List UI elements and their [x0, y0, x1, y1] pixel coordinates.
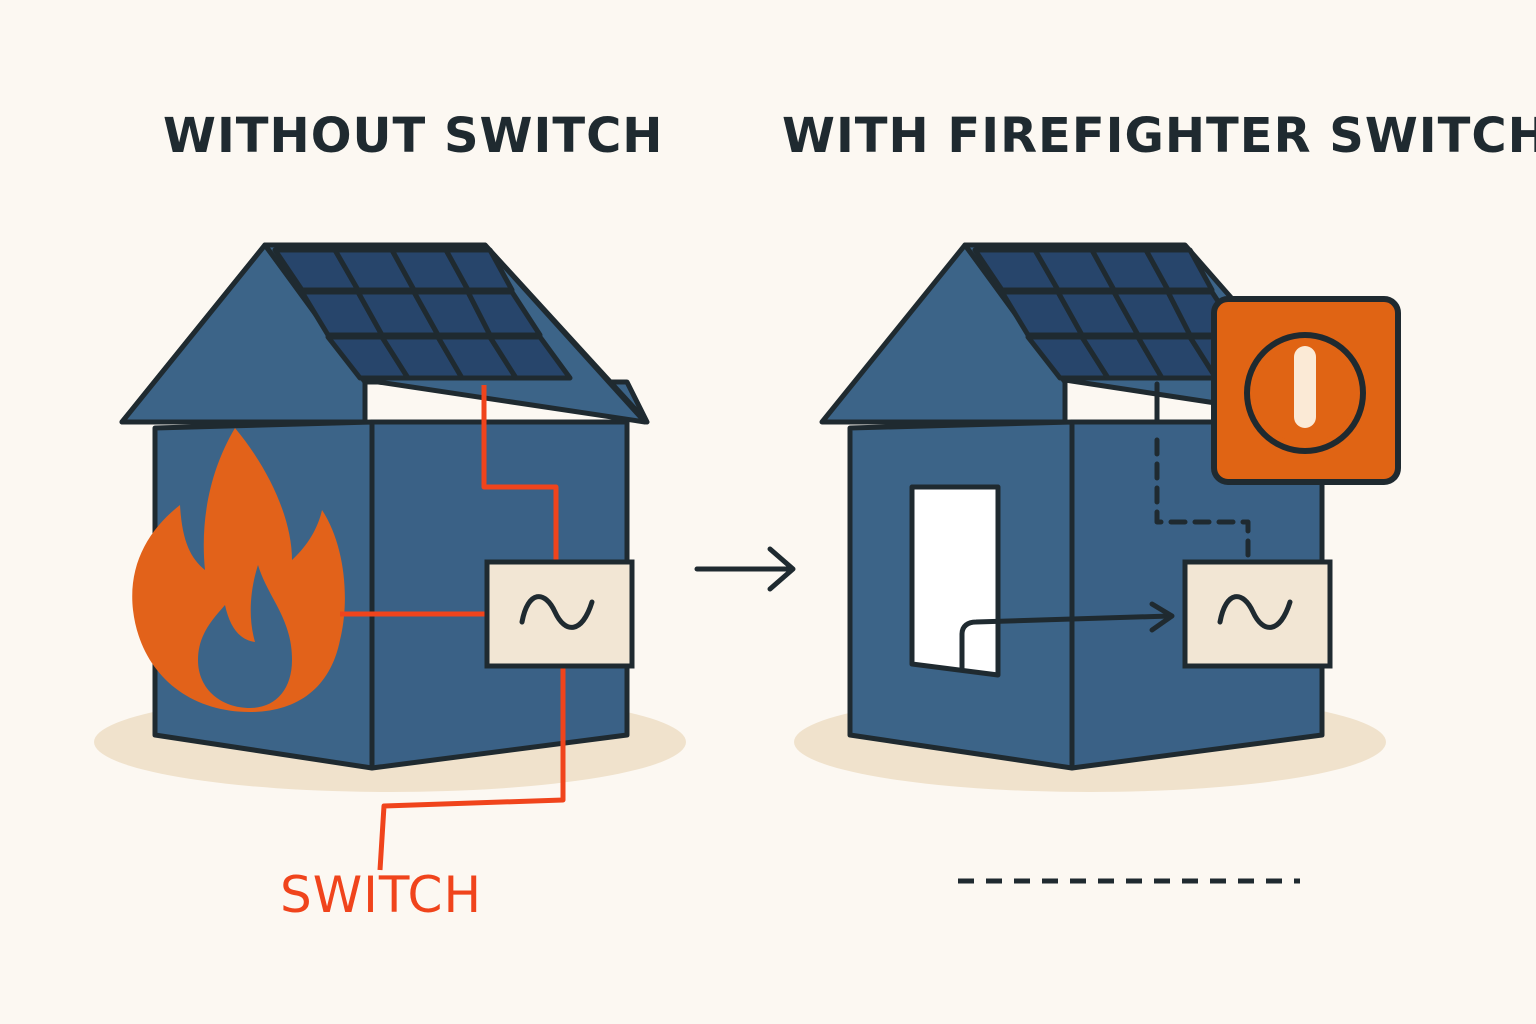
arrow-right-icon	[694, 546, 796, 592]
switch-label: SWITCH	[280, 866, 482, 924]
left-panel-title: WITHOUT SWITCH	[163, 108, 664, 164]
left-live-wire	[340, 385, 566, 871]
right-wiring	[959, 381, 1251, 671]
right-panel-title: WITH FIREFIGHTER SWITCH	[782, 108, 1536, 164]
power-button-icon	[1211, 296, 1401, 485]
right-inverter-icon	[1182, 559, 1333, 669]
left-inverter-icon	[484, 559, 635, 669]
left-house-icon	[94, 242, 686, 792]
right-house-window	[909, 484, 1001, 678]
flame-icon	[132, 428, 345, 712]
left-solar-panels	[272, 247, 573, 381]
